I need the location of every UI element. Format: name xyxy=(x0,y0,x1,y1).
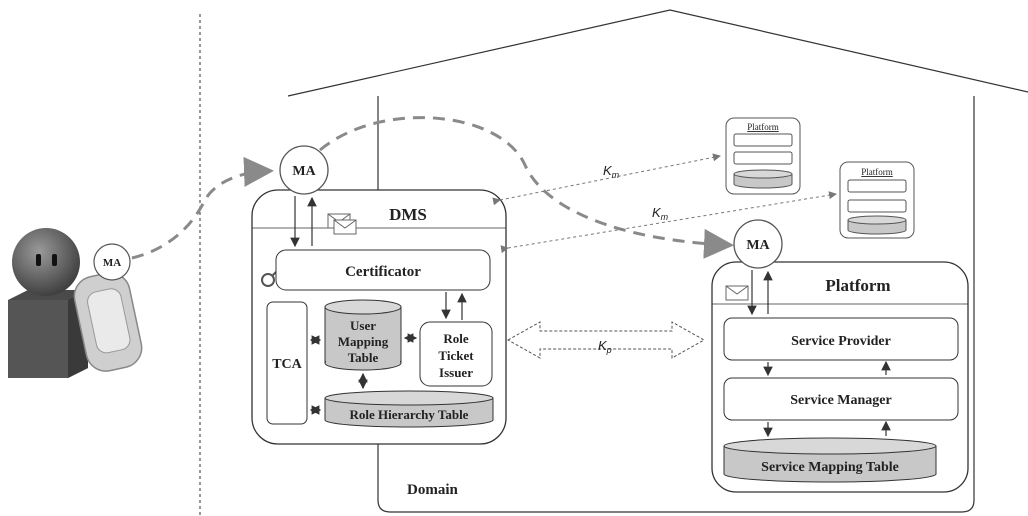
dms-ma-label: MA xyxy=(292,164,316,179)
dms-title: DMS xyxy=(389,205,427,224)
user-mapping-table-db xyxy=(324,299,402,371)
role-hierarchy-table-label: Role Hierarchy Table xyxy=(350,407,469,422)
service-provider-box xyxy=(723,317,959,361)
tca-box xyxy=(266,301,308,425)
service-mapping-table-label: Service Mapping Table xyxy=(761,460,899,475)
service-manager-label: Service Manager xyxy=(790,393,891,408)
remote-platform-1-label: Platform xyxy=(747,122,779,132)
role-ticket-issuer-line2: Ticket xyxy=(438,348,474,363)
message-envelope-icon xyxy=(327,213,357,235)
role-ticket-issuer-box xyxy=(419,321,493,387)
user-mapping-table-line3: Table xyxy=(348,350,379,365)
role-ticket-issuer-line3: Issuer xyxy=(439,365,473,380)
service-manager-box xyxy=(723,377,959,421)
ma-migration-path-1 xyxy=(131,156,274,260)
platform-ma-label: MA xyxy=(746,238,770,253)
km-label-2: Km xyxy=(652,205,669,222)
user-ma-label: MA xyxy=(103,257,121,269)
kp-label: Kp xyxy=(598,338,612,355)
certificator-box xyxy=(275,249,491,291)
remote-platform-1 xyxy=(725,117,801,195)
role-hierarchy-table-db xyxy=(324,390,494,428)
domain-house-outline xyxy=(287,9,1028,513)
km-link-2 xyxy=(500,191,837,254)
mobile-device xyxy=(73,272,143,372)
domain-label: Domain xyxy=(407,482,458,498)
platform-envelope-icon xyxy=(725,285,749,301)
user-avatar xyxy=(8,228,88,378)
certificator-label: Certificator xyxy=(345,264,421,280)
user-ma-node xyxy=(93,243,131,281)
service-mapping-table-db xyxy=(723,437,937,483)
kp-link xyxy=(506,321,706,359)
platform-title: Platform xyxy=(825,276,890,295)
service-provider-label: Service Provider xyxy=(791,334,891,349)
km-label-1: Km xyxy=(603,163,620,180)
remote-platform-2 xyxy=(839,161,915,239)
dms-ma-node xyxy=(279,145,329,195)
user-mapping-table-line2: Mapping xyxy=(338,334,389,349)
remote-platform-2-label: Platform xyxy=(861,167,893,177)
tca-label: TCA xyxy=(272,357,302,372)
user-mapping-table-line1: User xyxy=(350,318,376,333)
role-ticket-issuer-line1: Role xyxy=(443,331,469,346)
